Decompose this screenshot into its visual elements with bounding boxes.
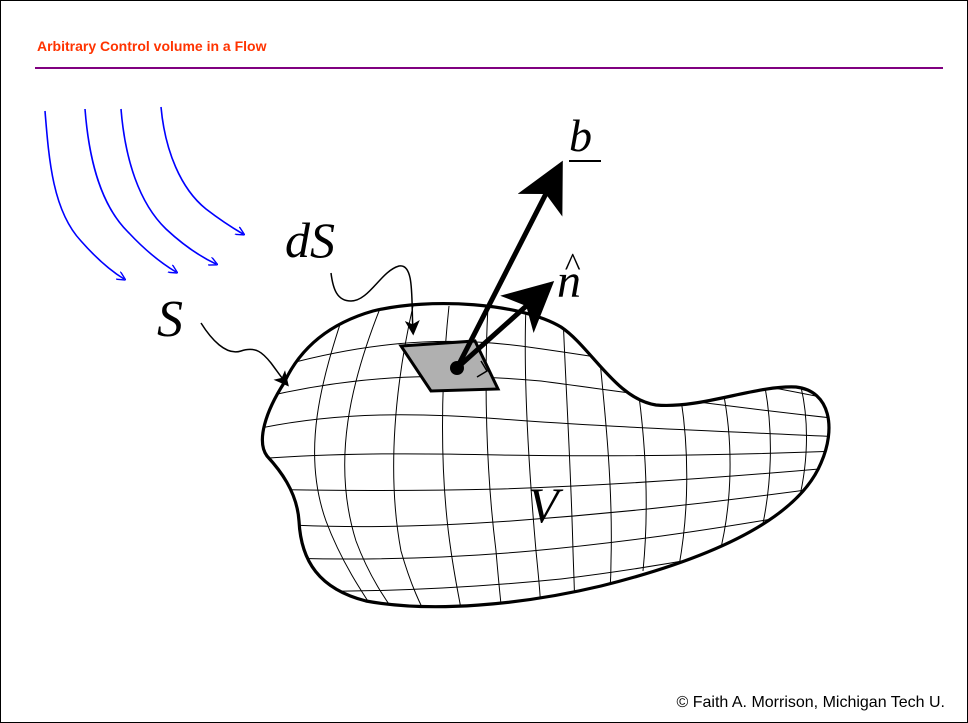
vector-b-arrow — [454, 160, 563, 370]
label-dS: dS — [285, 212, 335, 268]
control-volume-body — [260, 301, 831, 609]
copyright-text: © Faith A. Morrison, Michigan Tech U. — [676, 694, 945, 711]
label-b: b — [569, 110, 592, 161]
label-S: S — [157, 291, 183, 348]
title-rule — [35, 67, 943, 69]
label-V: V — [528, 477, 564, 533]
vector-origin-dot — [450, 361, 464, 375]
dS-pointer — [330, 265, 420, 336]
streamline — [84, 108, 176, 272]
label-n: n — [557, 255, 581, 308]
slide-title: Arbitrary Control volume in a Flow — [37, 38, 267, 54]
normal-vector-arrow — [455, 280, 555, 370]
streamline — [120, 108, 216, 264]
right-angle-mark — [476, 360, 489, 378]
label-n-hat: ^ — [564, 247, 581, 284]
S-pointer — [200, 322, 289, 387]
streamline — [160, 106, 243, 234]
streamline — [44, 110, 124, 279]
flow-streamlines — [44, 106, 243, 279]
